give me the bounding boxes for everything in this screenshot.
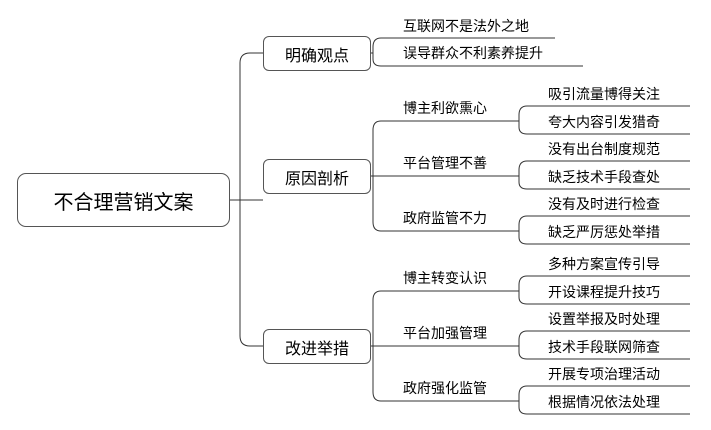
root-topic[interactable]: 不合理营销文案 xyxy=(17,173,230,227)
b2-sub-2-leaf-1[interactable]: 没有出台制度规范 xyxy=(548,142,660,158)
branch-2-topic[interactable]: 原因剖析 xyxy=(263,159,371,194)
connector-b2 xyxy=(371,120,512,232)
b3-sub-2-leaf-1[interactable]: 设置举报及时处理 xyxy=(548,312,660,328)
connector-root-1 xyxy=(230,52,263,201)
b2-sub-1[interactable]: 博主利欲熏心 xyxy=(403,101,487,117)
branch-1-topic[interactable]: 明确观点 xyxy=(263,36,371,71)
connector-b3-3 xyxy=(512,385,690,415)
b2-sub-1-leaf-1[interactable]: 吸引流量博得关注 xyxy=(548,87,660,103)
b2-sub-2[interactable]: 平台管理不善 xyxy=(403,156,487,172)
connector-b3-2 xyxy=(512,330,690,360)
b2-sub-2-leaf-2[interactable]: 缺乏技术手段查处 xyxy=(548,170,660,186)
b2-sub-3[interactable]: 政府监管不力 xyxy=(403,211,487,227)
connector-b3 xyxy=(371,290,512,402)
connector-b1 xyxy=(371,37,583,67)
connector-b2-2 xyxy=(512,160,690,190)
b3-sub-3-leaf-2[interactable]: 根据情况依法处理 xyxy=(548,395,660,411)
connector-b2-3 xyxy=(512,215,690,245)
b3-sub-1-leaf-1[interactable]: 多种方案宣传引导 xyxy=(548,257,660,273)
b1-item-2[interactable]: 误导群众不利素养提升 xyxy=(403,46,543,62)
b3-sub-1-leaf-2[interactable]: 开设课程提升技巧 xyxy=(548,285,660,301)
connector-b3-1 xyxy=(512,275,690,305)
b1-item-1[interactable]: 互联网不是法外之地 xyxy=(403,19,529,35)
branch-3-topic[interactable]: 改进举措 xyxy=(263,329,371,364)
b3-sub-1[interactable]: 博主转变认识 xyxy=(403,271,487,287)
b3-sub-3[interactable]: 政府强化监管 xyxy=(403,381,487,397)
b3-sub-3-leaf-1[interactable]: 开展专项治理活动 xyxy=(548,367,660,383)
b2-sub-1-leaf-2[interactable]: 夸大内容引发猎奇 xyxy=(548,115,660,131)
b2-sub-3-leaf-2[interactable]: 缺乏严厉惩处举措 xyxy=(548,225,660,241)
connector-b2-1 xyxy=(512,105,690,135)
b3-sub-2-leaf-2[interactable]: 技术手段联网筛查 xyxy=(548,340,660,356)
b3-sub-2[interactable]: 平台加强管理 xyxy=(403,326,487,342)
b2-sub-3-leaf-1[interactable]: 没有及时进行检查 xyxy=(548,197,660,213)
connector-root-3 xyxy=(239,200,263,347)
